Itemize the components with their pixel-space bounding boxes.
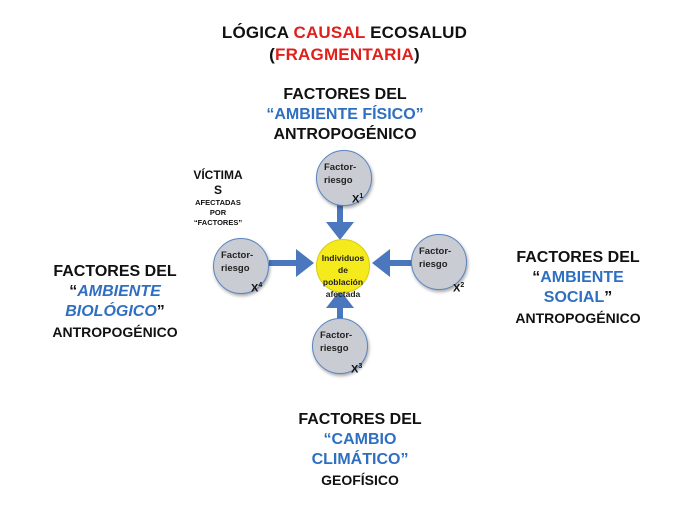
victims-label: VÍCTIMA S AFECTADAS POR “FACTORES” [193,168,243,227]
factor-circle-top: Factor- riesgo [316,150,372,206]
title-line-1: LÓGICA CAUSAL ECOSALUD [221,23,468,42]
arrow-right-left [372,249,415,277]
top-factor-block: FACTORES DEL “AMBIENTE FÍSICO” ANTROPOGÉ… [266,86,424,143]
x-label-right: X2 [453,282,465,295]
bottom-factor-block: FACTORES DEL “CAMBIO CLIMÁTICO” GEOFÍSIC… [298,411,422,488]
factor-circle-right: Factor- riesgo [411,234,467,290]
factor-circle-left: Factor- riesgo [213,238,269,294]
title-line-2: (FRAGMENTARIA) [269,45,420,64]
title-causal: CAUSAL [293,23,366,42]
right-factor-block: FACTORES DEL “AMBIENTE SOCIAL” ANTROPOGÉ… [515,249,641,326]
core-population-label: Individuos de población afectada [321,253,365,299]
factor-circle-bottom: Factor- riesgo [312,318,368,374]
arrow-top-down [326,197,354,240]
left-factor-block: FACTORES DEL “AMBIENTE BIOLÓGICO” ANTROP… [52,263,178,340]
x-label-left: X4 [251,282,263,295]
x-label-top: X1 [352,193,364,206]
title-fragmentaria: FRAGMENTARIA [274,45,414,64]
arrow-left-right [269,249,314,277]
arrow-bottom-up [326,290,354,330]
diagram-title: LÓGICA CAUSAL ECOSALUD (FRAGMENTARIA) [0,22,689,66]
core-population-circle [316,239,370,293]
x-label-bottom: X3 [351,363,363,376]
